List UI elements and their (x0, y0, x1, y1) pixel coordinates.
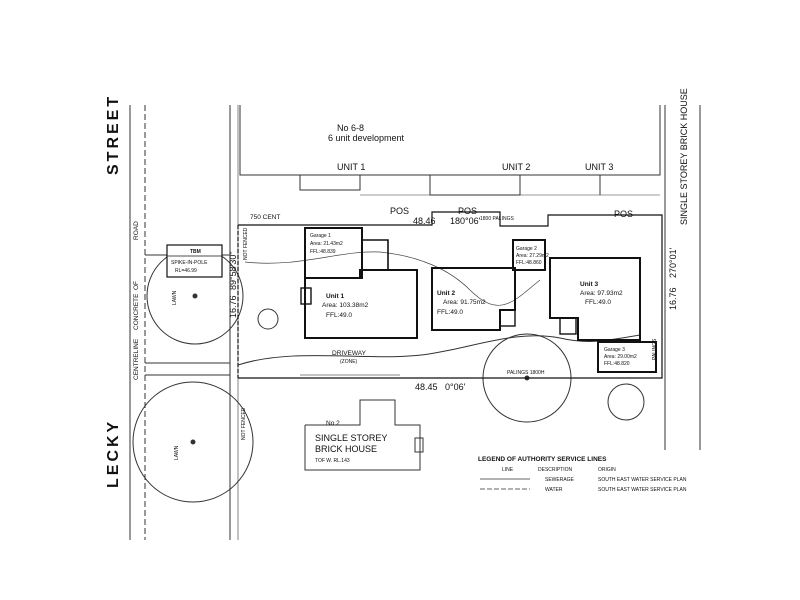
tbm-line2: RL=46.99 (175, 268, 197, 274)
site-boundary (237, 211, 663, 379)
unit-name: Unit 2 (437, 290, 455, 297)
garage-ffl: FFL:48.820 (604, 361, 630, 367)
north-neighbour-title: No 6-8 (337, 123, 364, 133)
south-neighbour-rl: TOF W. RL.143 (315, 458, 350, 464)
legend-origin: SOUTH EAST WATER SERVICE PLAN (598, 477, 687, 483)
pos-label: POS (458, 206, 477, 216)
legend-header: ORIGIN (598, 467, 616, 473)
driveway-sub: (ZONE) (340, 359, 358, 365)
legend-origin: SOUTH EAST WATER SERVICE PLAN (598, 487, 687, 493)
unit-name: Unit 3 (580, 281, 598, 288)
front-boundary-bearing: 89°58'30" (228, 251, 238, 290)
road-note: CONCRETE (133, 293, 140, 330)
garage-name: Garage 2 (516, 246, 537, 252)
east-neighbour-label: SINGLE STOREY BRICK HOUSE (679, 88, 689, 225)
unit-3: Unit 3 Area: 97.93m2 FFL:49.0 (549, 257, 641, 341)
garage-area: Area: 27.29m2 (516, 253, 549, 259)
tbm-box: TBM SPIKE-IN-POLE RL=46.99 (166, 244, 223, 278)
unit-area: Area: 91.75m2 (443, 299, 486, 306)
south-boundary-length: 48.45 (415, 382, 438, 392)
legend-description: SEWERAGE (545, 477, 575, 483)
lawn-label: LAWN (172, 290, 178, 305)
south-neighbour (304, 399, 424, 471)
unit-1-porch (362, 239, 389, 270)
unit-1: Unit 1 Area: 103.38m2 FFL:49.0 (300, 269, 418, 339)
south-neighbour-line2: BRICK HOUSE (315, 444, 377, 454)
north-neighbour (239, 105, 661, 196)
garage-3: Garage 3 Area: 29.00m2 FFL:48.820 (597, 341, 657, 373)
tbm-line1: SPIKE-IN-POLE (171, 260, 208, 266)
tree-canopy (607, 383, 645, 421)
unit-area: Area: 103.38m2 (322, 302, 369, 309)
driveway-path (237, 334, 641, 366)
garage-1: Garage 1 Area: 21.43m2 FFL:48.839 (304, 227, 363, 279)
unit-name: Unit 1 (326, 293, 344, 300)
road-note: ROAD (133, 221, 140, 240)
south-neighbour-number: No 2 (326, 420, 340, 427)
tree-canopy (132, 381, 254, 503)
pos-label: POS (390, 206, 409, 216)
garage-area: Area: 29.00m2 (604, 354, 637, 360)
street-name-bottom: LECKY (105, 419, 122, 488)
legend-header: DESCRIPTION (538, 467, 573, 473)
street-name-top: STREET (105, 94, 122, 175)
unit-ffl: FFL:49.0 (326, 312, 352, 319)
garage-name: Garage 3 (604, 347, 625, 353)
site-contour-line (244, 251, 541, 306)
south-neighbour-line1: SINGLE STOREY (315, 433, 387, 443)
north-neighbour-subtitle: 6 unit development (328, 133, 405, 143)
south-boundary-bearing: 0°06' (445, 382, 466, 392)
lawn-label: LAWN (174, 445, 180, 460)
tree-trunk (190, 439, 196, 445)
east-neighbour (664, 105, 701, 450)
rear-boundary-length: 16.76 (668, 287, 678, 310)
garage-ffl: FFL:48.839 (310, 249, 336, 255)
rear-boundary-bearing: 270°01' (668, 247, 678, 278)
existing-unit-label: UNIT 1 (337, 162, 365, 172)
legend-header: LINE (502, 467, 514, 473)
fence-label: NOT FENCED (241, 407, 247, 440)
pos-label: POS (614, 209, 633, 219)
legend-title: LEGEND OF AUTHORITY SERVICE LINES (478, 456, 607, 463)
fence-label: NOT FENCED (243, 227, 249, 260)
tree-trunk (192, 293, 198, 299)
road-area (129, 105, 239, 540)
garage-name: Garage 1 (310, 233, 331, 239)
unit-area: Area: 97.93m2 (580, 290, 623, 297)
unit-ffl: FFL:49.0 (585, 299, 611, 306)
north-boundary-bearing: 180°06' (450, 216, 481, 226)
front-boundary-length: 16.76 (228, 295, 238, 318)
north-boundary-length: 48.46 (413, 216, 436, 226)
fence-label: PALINGS 1800H (507, 370, 545, 376)
existing-unit-label: UNIT 2 (502, 162, 530, 172)
tbm-title: TBM (190, 249, 201, 255)
unit-2: Unit 2 Area: 91.75m2 FFL:49.0 (431, 267, 516, 331)
garage-area: Area: 21.43m2 (310, 241, 343, 247)
legend: LEGEND OF AUTHORITY SERVICE LINES LINE D… (478, 456, 687, 493)
unit-ffl: FFL:49.0 (437, 309, 463, 316)
tree-canopy (257, 308, 279, 330)
legend-description: WATER (545, 487, 563, 493)
garage-ffl: FFL:48.860 (516, 260, 542, 266)
road-note: OF (133, 281, 140, 290)
driveway-label: DRIVEWAY (332, 350, 367, 357)
fence-label: 750 CENT (250, 214, 280, 221)
existing-unit-label: UNIT 3 (585, 162, 613, 172)
fence-label: 1800 PALINGS (480, 216, 514, 222)
garage-2: Garage 2 Area: 27.29m2 FFL:48.860 (512, 239, 549, 271)
road-note: CENTRELINE (133, 338, 140, 380)
